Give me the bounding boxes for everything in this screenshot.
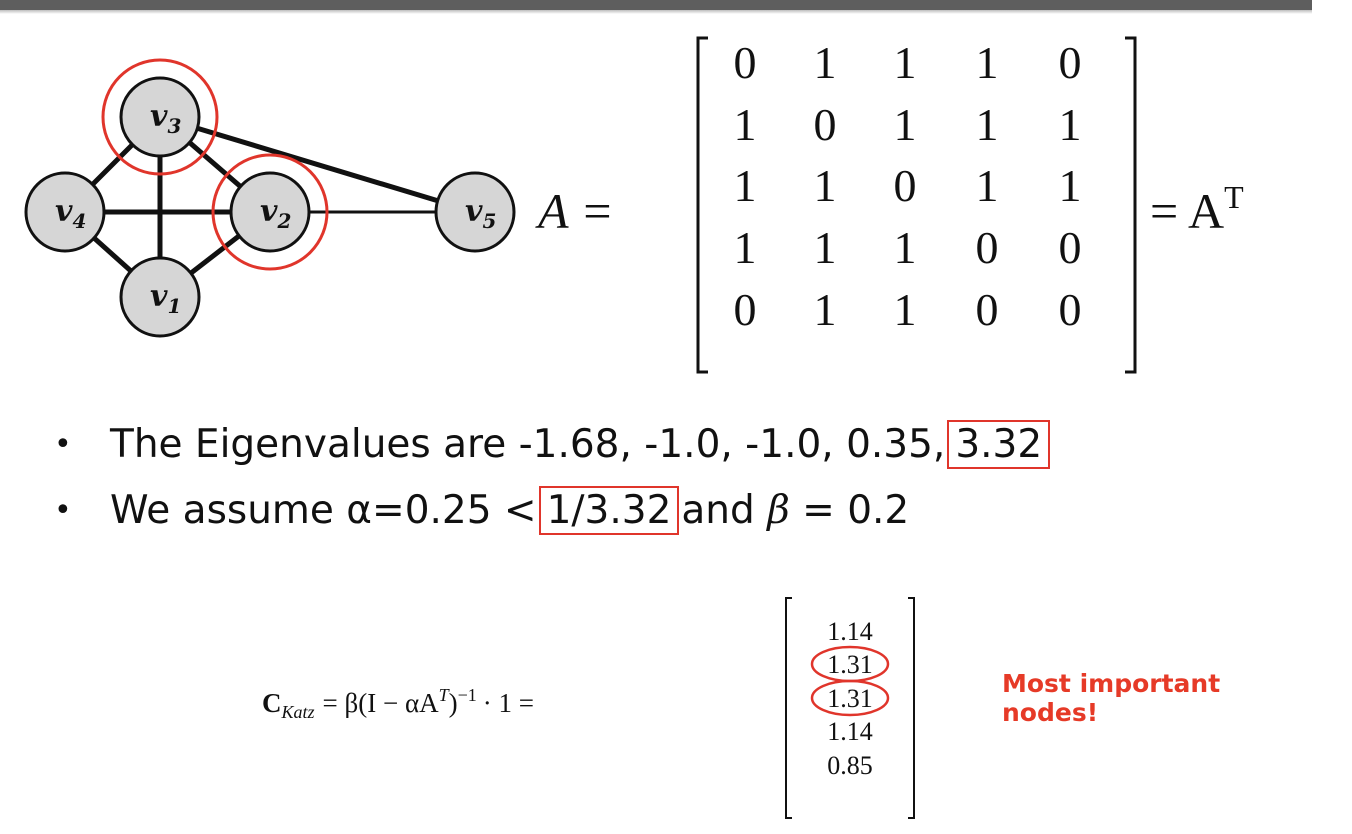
- node-label-base: v: [150, 279, 168, 314]
- katz-right-bracket: [908, 597, 915, 819]
- important-nodes-note: Most important nodes!: [1002, 669, 1221, 727]
- matrix-right-bracket: [1125, 36, 1137, 374]
- katz-value-3: 1.31: [827, 684, 873, 713]
- graph-edge-v3-v5: [159, 114, 476, 215]
- node-label-sub: 4: [72, 209, 86, 233]
- eigenvalue-max-box: 3.32: [947, 420, 1051, 469]
- katz-C: C: [262, 688, 282, 718]
- highlight-ring-v2: [211, 153, 329, 271]
- matrix-cell-3-4: 0: [1059, 222, 1082, 273]
- beta-value: = 0.2: [802, 488, 910, 533]
- matrix-rhs-label: = AT: [1150, 179, 1244, 239]
- matrix-cell-2-0: 1: [734, 160, 757, 211]
- matrix-cell-3-2: 1: [894, 222, 917, 273]
- graph-node-v3: [119, 76, 201, 158]
- top-bar: [0, 0, 1312, 10]
- katz-sub: Katz: [281, 702, 315, 722]
- node-label-base: v: [465, 194, 483, 229]
- katz-sup-inv: −1: [458, 685, 477, 705]
- matrix-cell-1-1: 0: [814, 99, 837, 150]
- katz-value-5: 0.85: [827, 751, 873, 780]
- katz-close: ): [449, 688, 458, 718]
- graph-node-label-v4: v4: [55, 194, 86, 233]
- matrix-cell-1-3: 1: [976, 99, 999, 150]
- assumption-and: and: [681, 488, 755, 533]
- node-label-sub: 5: [482, 209, 496, 233]
- katz-left-bracket: [785, 597, 792, 819]
- matrix-cell-3-1: 1: [814, 222, 837, 273]
- matrix-cell-2-1: 1: [814, 160, 837, 211]
- katz-sup-T: T: [439, 685, 451, 705]
- bullet-list: • The Eigenvalues are -1.68, -1.0, -1.0,…: [54, 420, 1052, 552]
- matrix-cell-4-4: 0: [1059, 284, 1082, 335]
- assumption-text: We assume α=0.25 <: [110, 488, 537, 533]
- graph-node-v4: [24, 171, 106, 253]
- matrix-cell-4-0: 0: [734, 284, 757, 335]
- graph-node-label-v5: v5: [465, 194, 496, 233]
- katz-value-2: 1.31: [827, 650, 873, 679]
- matrix-cell-0-3: 1: [976, 37, 999, 88]
- matrix-cell-0-2: 1: [894, 37, 917, 88]
- katz-lhs: CKatz = β(I − αAT)−1 · 1 =: [262, 685, 534, 722]
- bullet-eigenvalues: • The Eigenvalues are -1.68, -1.0, -1.0,…: [54, 420, 1052, 486]
- katz-formula: CKatz= β(I − αAT)−1· 1 = 1.141.311.311.1…: [262, 597, 915, 819]
- matrix-cell-2-2: 0: [894, 160, 917, 211]
- katz-expr: = β(I − αA: [323, 688, 440, 718]
- graph-node-label-v2: v2: [260, 194, 291, 233]
- node-label-base: v: [260, 194, 278, 229]
- matrix-lhs-label: A =: [535, 183, 614, 239]
- matrix-cell-0-1: 1: [814, 37, 837, 88]
- graph-node-v5: [434, 171, 516, 253]
- bullet-dot: •: [54, 427, 72, 462]
- katz-vector: 1.14 1.31 1.31 1.14 0.85: [785, 597, 915, 819]
- matrix-cell-4-3: 0: [976, 284, 999, 335]
- matrix-cell-1-2: 1: [894, 99, 917, 150]
- node-label-sub: 1: [167, 294, 181, 318]
- matrix-cell-0-4: 0: [1059, 37, 1082, 88]
- bullet-dot: •: [54, 493, 72, 528]
- matrix-cells: 0 1 1 1 0 1 0 1 1 1 1 1 0 1 1 1 1 1 0 0 0 1 1 0 0: [734, 37, 1082, 335]
- matrix-cell-1-0: 1: [734, 99, 757, 150]
- matrix-cell-1-4: 1: [1059, 99, 1082, 150]
- matrix-rhs-base: = A: [1150, 183, 1224, 239]
- graph-node-v2: [229, 171, 311, 253]
- node-label-sub: 2: [276, 209, 291, 233]
- matrix-rhs-sup: T: [1224, 179, 1244, 215]
- matrix-cell-3-3: 0: [976, 222, 999, 273]
- alpha-bound-box: 1/3.32: [538, 486, 680, 535]
- graph-node-v1: [119, 256, 201, 338]
- beta-symbol: β: [767, 488, 790, 533]
- eigenvalues-text: The Eigenvalues are -1.68, -1.0, -1.0, 0…: [110, 422, 946, 467]
- katz-highlight-3: [810, 679, 890, 717]
- matrix-cell-4-1: 1: [814, 284, 837, 335]
- adjacency-matrix: A = 0 1 1 1 0 1 0 1 1 1 1 1 0 1 1 1 1 1 0 0 0 1 1 0 0 = AT: [535, 36, 1244, 374]
- matrix-cell-0-0: 0: [734, 37, 757, 88]
- katz-value-4: 1.14: [827, 717, 873, 746]
- node-label-sub: 3: [167, 114, 181, 138]
- graph-node-label-v1: v1: [150, 279, 181, 318]
- katz-value-1: 1.14: [827, 617, 873, 646]
- matrix-cell-4-2: 1: [894, 284, 917, 335]
- graph-node-label-v3: v3: [150, 99, 181, 138]
- matrix-left-bracket: [696, 36, 708, 374]
- matrix-cell-2-4: 1: [1059, 160, 1082, 211]
- node-label-base: v: [55, 194, 73, 229]
- highlight-ring-v3: [101, 58, 219, 176]
- katz-dot: · 1 =: [483, 688, 534, 718]
- top-bar-shadow: [0, 10, 1312, 14]
- matrix-cell-2-3: 1: [976, 160, 999, 211]
- matrix-brackets: [696, 36, 1137, 374]
- node-label-base: v: [150, 99, 168, 134]
- matrix-cell-3-0: 1: [734, 222, 757, 273]
